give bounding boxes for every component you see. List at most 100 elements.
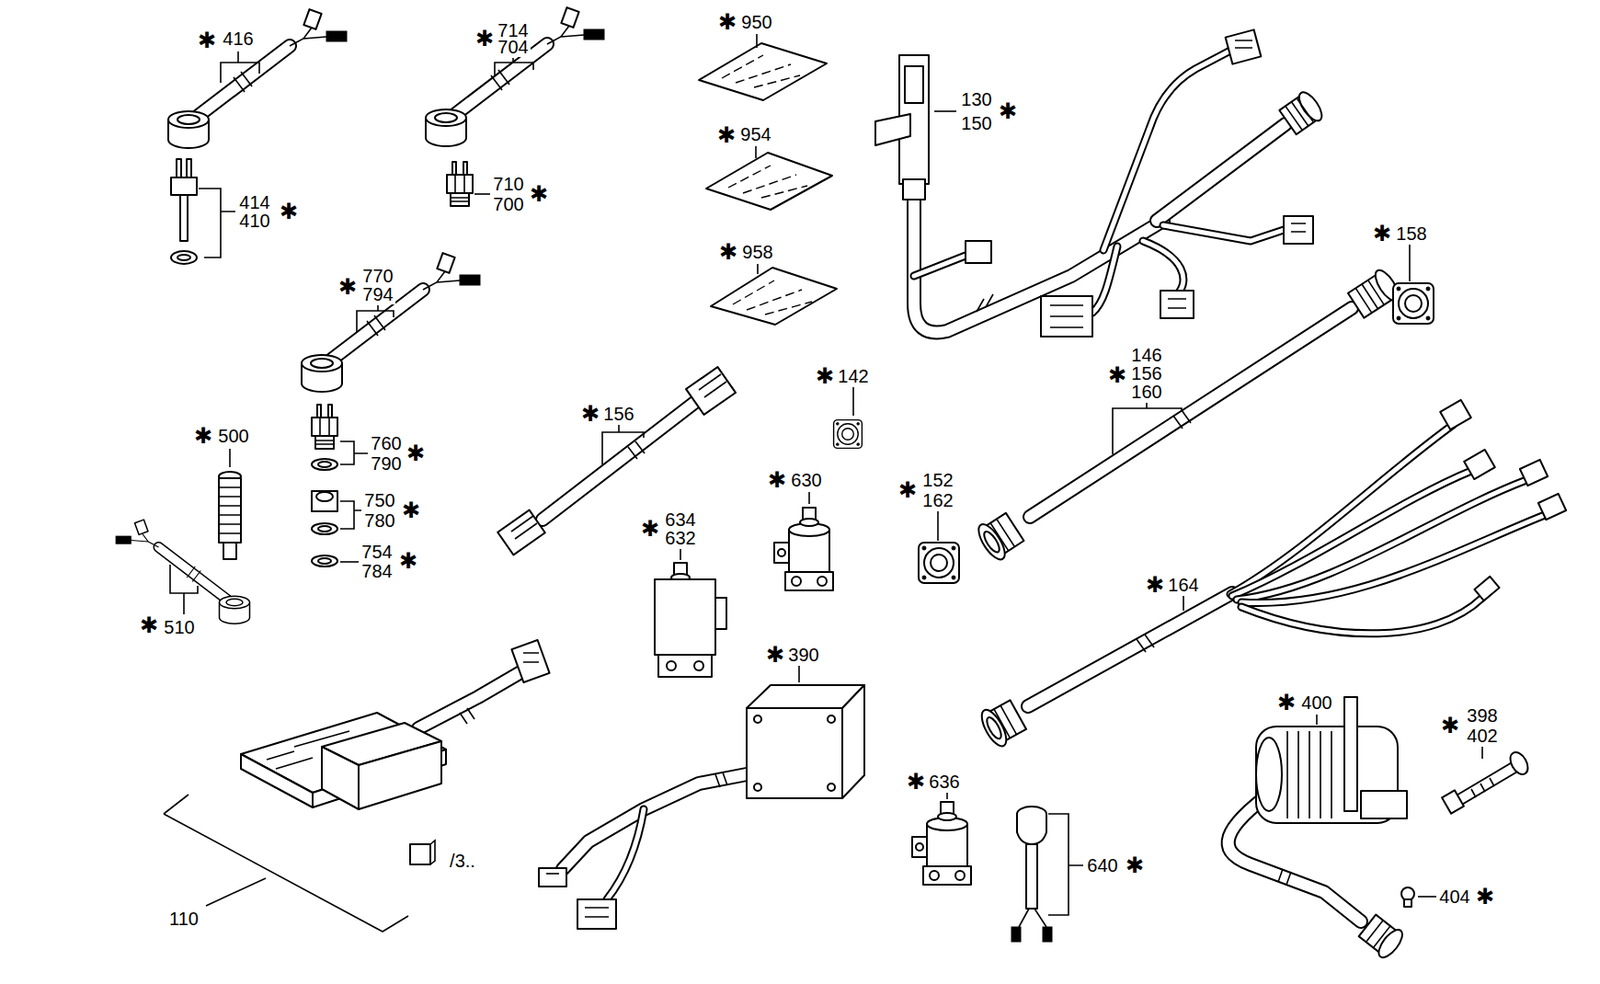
harness-164 [976,400,1566,750]
callout-number: 130 [959,89,994,110]
main-harness [1050,305,1084,328]
solenoids [654,579,716,655]
solenoids [946,792,949,800]
main-harness [914,255,966,276]
asterisk-mark: ✱ [719,240,738,263]
elbow-640 [1011,806,1084,942]
harness-164 [1538,493,1566,520]
cards [698,43,827,101]
solenoids [715,597,727,629]
sensor-704 [425,7,605,147]
harness-164 [1028,593,1233,707]
harness-146 [1112,402,1182,455]
nut-750 [311,523,338,535]
connectors [1393,283,1434,324]
plug-510 [115,519,251,624]
box-390 [562,774,747,869]
sensor-704 [425,7,605,147]
callout-number: 630 [788,469,823,491]
harness-156 [542,402,695,520]
asterisk-mark: ✱ [718,11,737,34]
box-390 [798,665,800,683]
box-390 [715,772,728,788]
harness-164 [1232,470,1472,596]
callout-number: 152 [920,469,955,491]
harness-156 [698,374,727,398]
sensor-760 [311,404,368,470]
sensor-710 [474,193,491,195]
asterisk-mark: ✱ [1440,714,1460,737]
box-390 [546,872,560,875]
box-390 [577,899,617,929]
asterisk-mark: ✱ [1277,691,1296,714]
plug-510 [170,564,198,615]
motor-400 [1228,697,1407,961]
sensor-500 [218,478,241,543]
solenoids [808,491,811,504]
main-harness [1234,40,1253,48]
harness-164 [1241,514,1545,604]
callout-number: 162 [920,490,955,511]
main-harness [1278,88,1326,136]
probe-414 [177,254,191,261]
main-harness [904,66,924,103]
nut-750 [318,525,332,532]
callout-number: 632 [662,527,698,549]
motor-400 [1256,737,1282,812]
cards [710,267,837,325]
control-unit-110 [523,652,539,663]
box-390 [538,665,865,929]
sensor-760 [318,461,332,468]
harness-156 [685,366,736,415]
callout-number: 640 [1085,855,1120,876]
asterisk-mark: ✱ [1145,573,1165,596]
callout-number: 784 [359,560,394,582]
asterisk-mark: ✱ [581,402,600,425]
callout-number: 634 [662,509,698,530]
callout-number: 790 [368,453,403,474]
harness-146 [1029,308,1352,517]
elbow-640 [1042,926,1052,942]
callout-number: 510 [161,617,196,638]
main-harness [1283,216,1314,244]
washer-754 [340,560,359,563]
asterisk-mark: ✱ [197,29,217,52]
asterisk-mark: ✱ [815,365,835,388]
asterisk-mark: ✱ [139,614,159,637]
box-390 [827,715,835,723]
probe-414 [198,188,236,258]
main-harness [875,29,1326,337]
callout-number: 110 [167,908,201,929]
box-390 [754,715,762,723]
elbow-640 [1048,813,1084,915]
nut-750 [340,501,362,529]
solenoids [679,548,682,560]
screw-404 [1404,899,1412,907]
main-harness [1156,124,1286,221]
callout-number: 414 [237,192,272,213]
main-harness [1092,246,1118,313]
connectors [834,420,863,449]
callout-number: 770 [360,265,395,286]
callout-number: 750 [362,490,397,511]
screw-404 [1401,887,1415,901]
probe-414 [171,177,197,195]
solenoids [694,661,704,671]
connectors [834,244,1434,583]
sensor-794 [356,305,394,333]
callout-number: 754 [359,541,394,562]
washer-754 [311,555,338,567]
callout-number: 398 [1464,705,1499,726]
callout-number: 156 [1129,363,1164,384]
harness-156 [542,402,695,520]
callout-number: 404 [1437,886,1472,907]
asterisk-mark: ✱ [640,517,660,540]
harness-164 [1520,459,1548,486]
callout-number: 410 [237,210,272,231]
callout-number: 402 [1464,725,1499,746]
probe-414 [171,159,236,264]
cards [732,280,812,315]
asterisk-mark: ✱ [1125,854,1144,877]
asterisk-mark: ✱ [717,124,736,147]
harness-164 [1241,514,1545,604]
